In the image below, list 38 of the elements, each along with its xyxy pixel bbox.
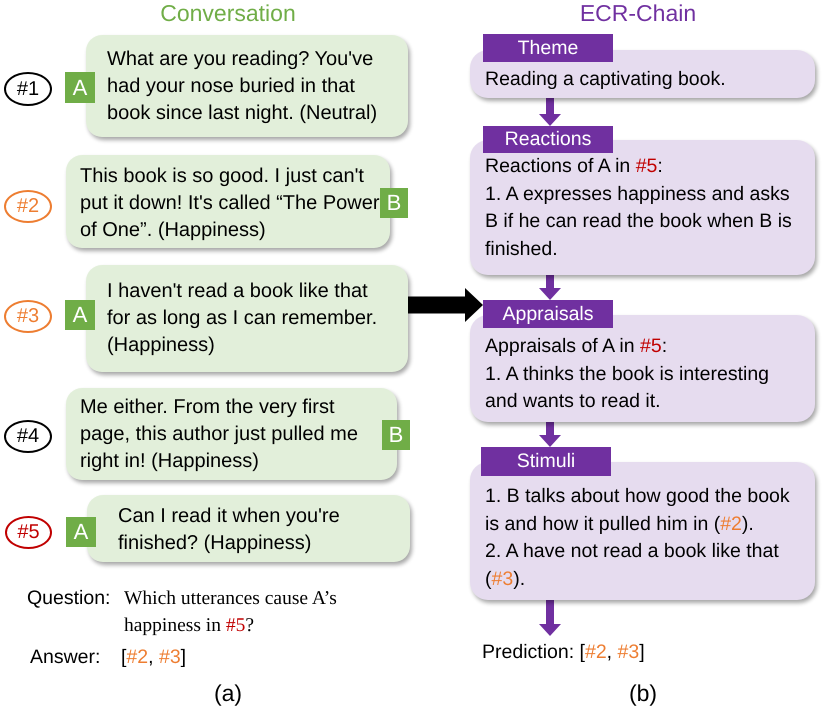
question-text: Which utterances cause A’s happiness in #5?: [124, 587, 338, 638]
utterance-number: #1: [4, 72, 52, 106]
card-text: Reactions of A in #5:: [485, 154, 664, 179]
arrow: [539, 98, 561, 126]
utterance-bubble: This book is so good. I just can't put it down! It's called “The Power of One”. (Happiness): [66, 155, 390, 248]
arrow: [539, 600, 561, 636]
arrow: [408, 288, 483, 322]
prediction-text: Prediction: [#2, #3]: [482, 636, 645, 668]
speaker-badge: B: [380, 188, 408, 218]
card-text: Appraisals of A in #5:: [485, 334, 668, 359]
utterance-number: #4: [4, 420, 52, 453]
utterance-number: #3: [4, 300, 52, 333]
column-heading: ECR-Chain: [580, 0, 696, 27]
answer-text: [#2, #3]: [121, 645, 186, 670]
card-text: 1. A thinks the book is interesting and wants to read it.: [485, 362, 770, 414]
answer-label: Answer:: [30, 645, 100, 670]
column-heading: Conversation: [160, 0, 296, 27]
card-text: 1. B talks about how good the book is and how it pulled him in (#2).: [485, 484, 791, 536]
arrow: [539, 422, 561, 447]
card-text: 2. A have not read a book like that (#3).: [485, 539, 780, 592]
panel-label: (b): [628, 679, 658, 707]
speaker-badge: A: [65, 72, 95, 103]
speaker-badge: B: [382, 420, 410, 450]
section-tab: Theme: [483, 34, 613, 62]
utterance-bubble: Can I read it when you're finished? (Happiness): [87, 495, 410, 562]
speaker-badge: A: [66, 517, 96, 547]
question-label: Question:: [27, 586, 110, 611]
utterance-bubble: I haven't read a book like that for as long as I can remember. (Happiness): [86, 265, 408, 372]
section-tab: Stimuli: [481, 447, 611, 476]
arrow: [539, 275, 561, 300]
utterance-bubble: What are you reading? You've had your nose buried in that book since last night. (Neutral): [86, 35, 408, 137]
utterance-number: #2: [4, 190, 52, 223]
section-tab: Reactions: [483, 126, 613, 153]
utterance-number: #5: [5, 516, 52, 549]
speaker-badge: A: [65, 300, 95, 330]
section-tab: Appraisals: [483, 300, 613, 328]
card-text: 1. A expresses happiness and asks B if he can read the book when B is finished.: [485, 182, 793, 262]
panel-label: (a): [214, 679, 242, 707]
